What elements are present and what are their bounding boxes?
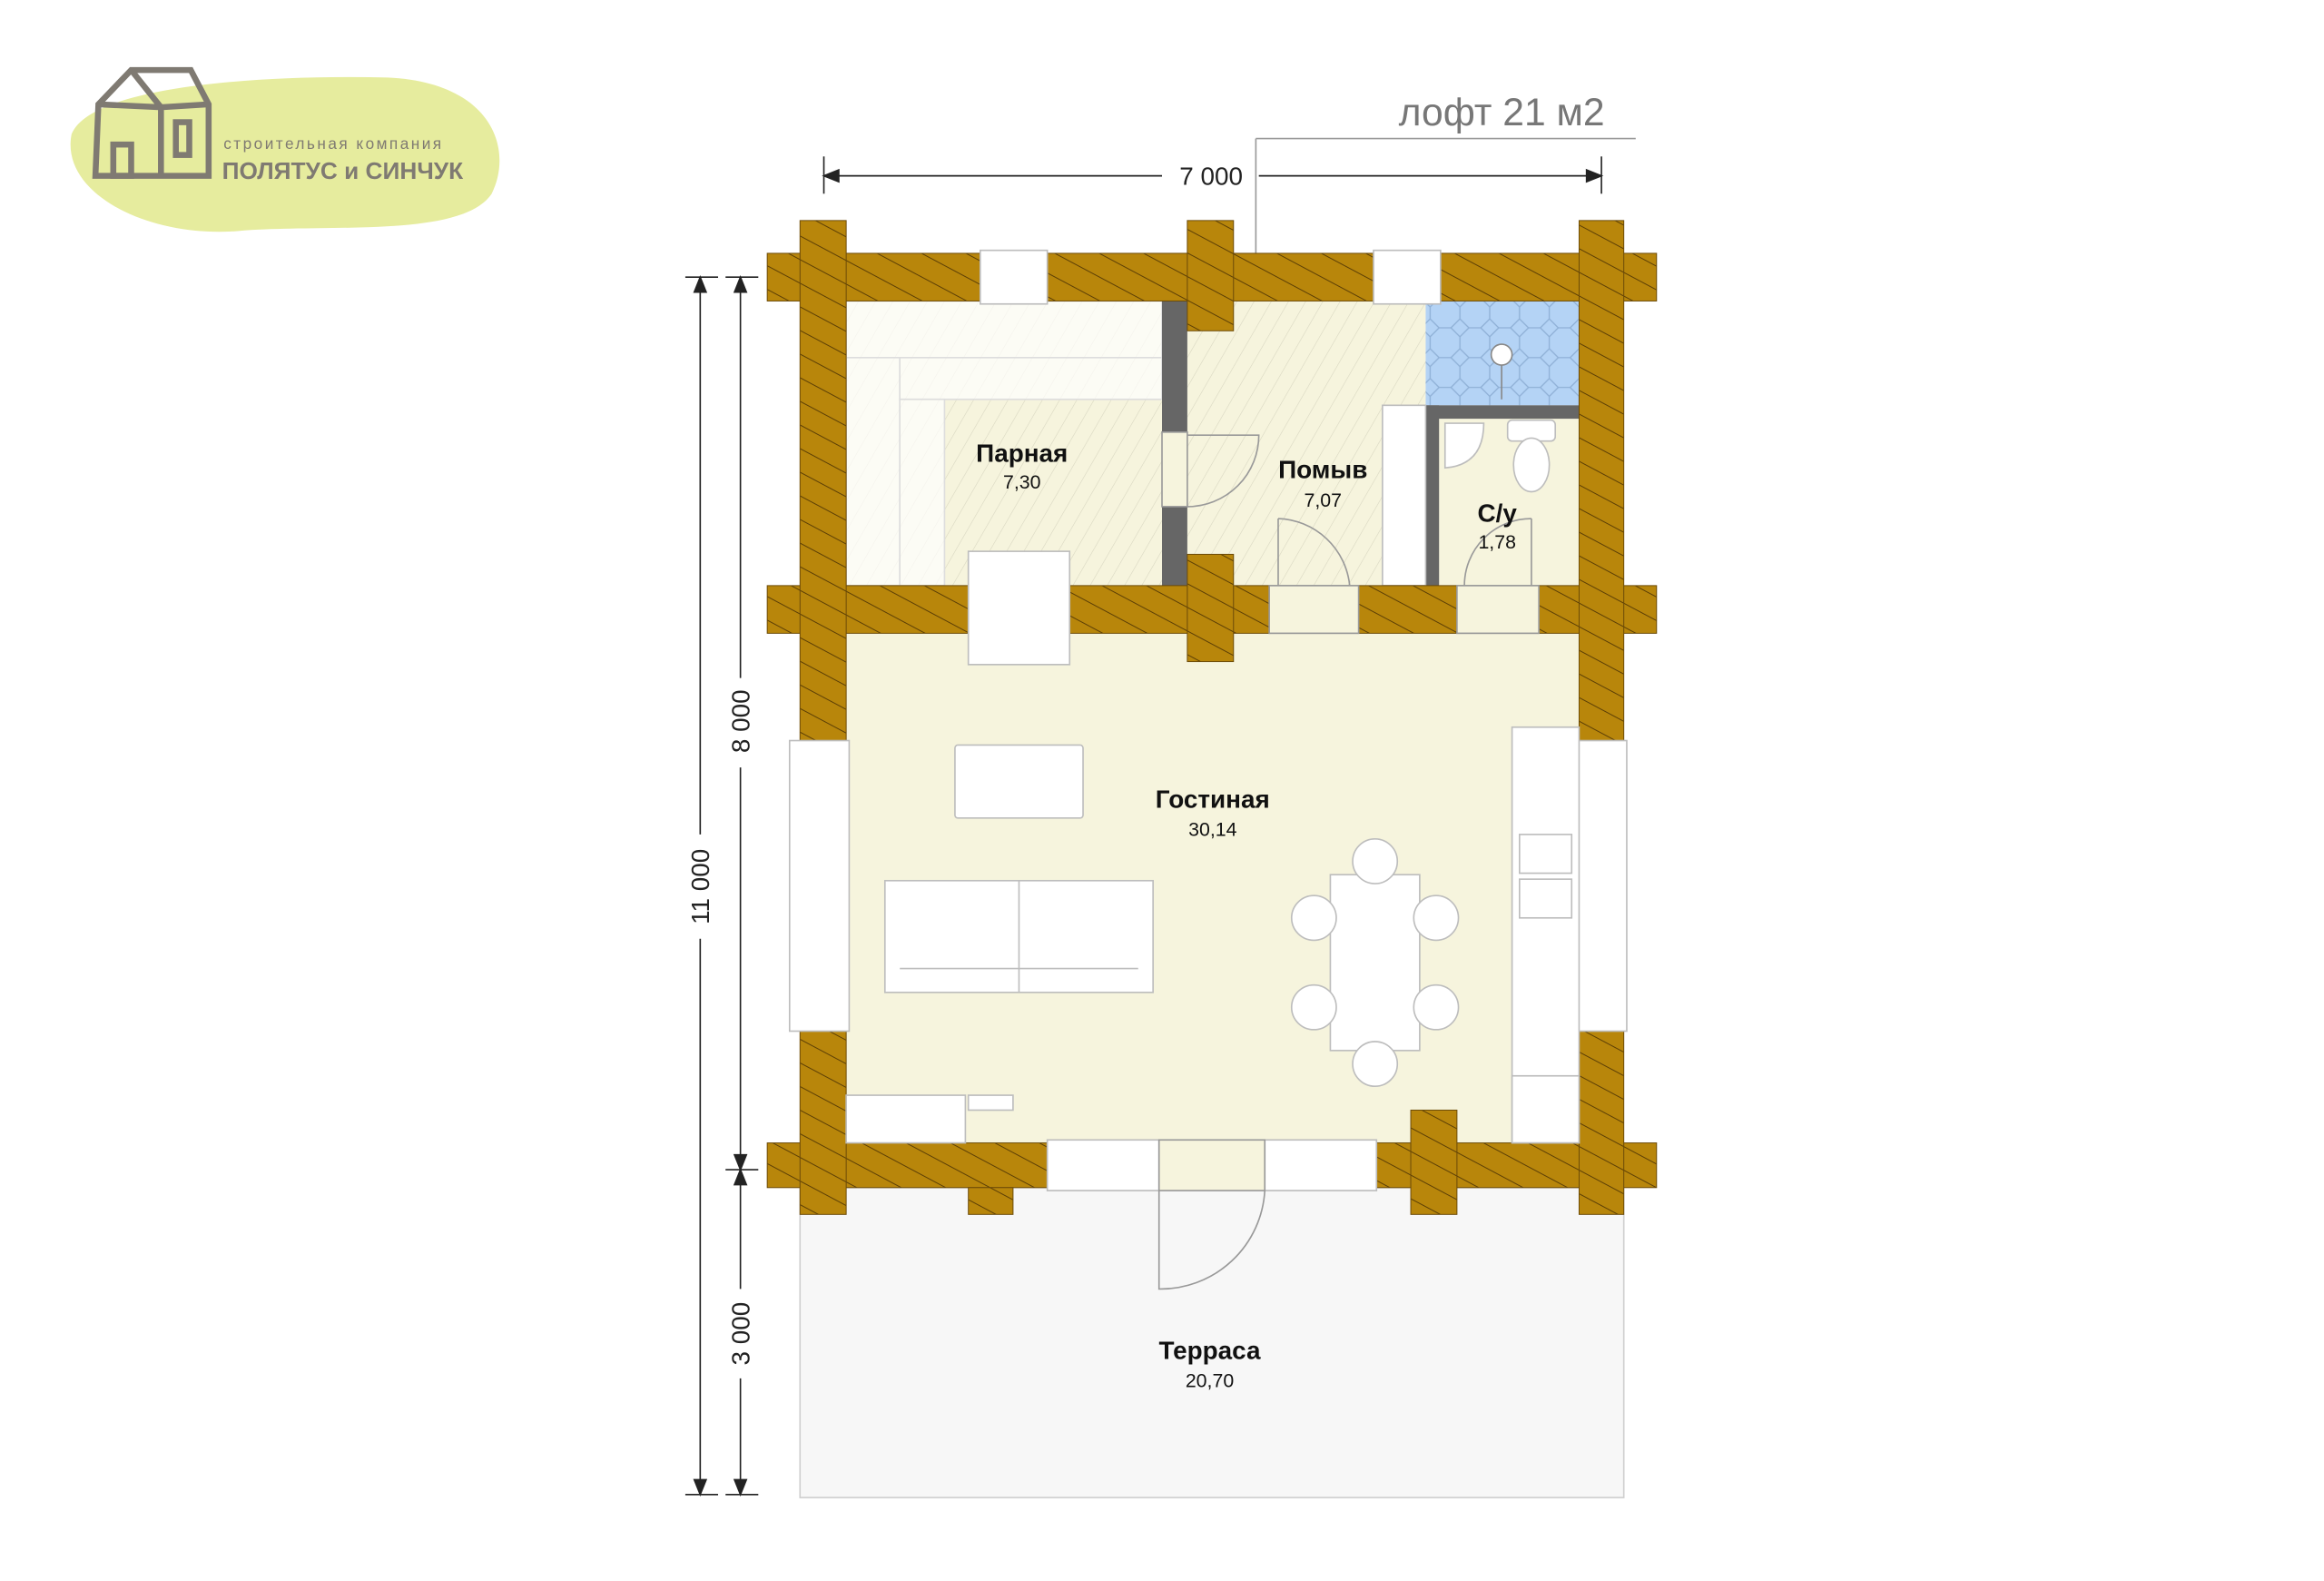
shower-head-icon: [1490, 343, 1513, 400]
logo-company: ПОЛЯТУС и СИНЧУК: [222, 157, 465, 184]
toilet-icon: [1506, 419, 1557, 493]
svg-text:Терраса: Терраса: [1158, 1337, 1261, 1365]
radiator: [967, 1094, 1014, 1112]
room-living-room: Гостиная 30,14: [1156, 785, 1270, 840]
partition-wall: [1425, 405, 1440, 586]
dimension-width: [822, 156, 1604, 194]
svg-text:С/у: С/у: [1478, 499, 1518, 527]
dimension-total-length: [684, 274, 719, 1497]
company-logo: строительная компания ПОЛЯТУС и СИНЧУК: [70, 66, 500, 232]
svg-text:1,78: 1,78: [1478, 531, 1516, 553]
loft-label: лофт 21 м2: [1399, 91, 1605, 134]
dimension-terrace-length-label: 3 000: [726, 1302, 754, 1366]
room-steam-room: Парная 7,30: [976, 440, 1068, 494]
coffee-table: [954, 744, 1084, 819]
logo-blob: [70, 76, 500, 232]
room-wash-room: Помыв 7,07: [1278, 456, 1367, 511]
dimension-total-length-label: 11 000: [686, 849, 714, 924]
house-logo-icon: [92, 66, 212, 179]
partition-wall: [1425, 405, 1580, 420]
svg-text:Помыв: Помыв: [1278, 456, 1367, 484]
dimension-house-length: [725, 274, 759, 1172]
svg-text:Парная: Парная: [976, 440, 1068, 468]
terrace-floor: [799, 1186, 1625, 1498]
window: [788, 249, 1628, 1191]
room-bathroom: С/у 1,78: [1478, 499, 1518, 553]
dimension-house-length-label: 8 000: [726, 689, 754, 753]
svg-text:7,30: 7,30: [1003, 471, 1041, 493]
svg-text:7,07: 7,07: [1304, 489, 1342, 511]
svg-text:Гостиная: Гостиная: [1156, 785, 1270, 813]
logo-tagline: строительная компания: [223, 134, 443, 153]
room-terrace: Терраса 20,70: [1158, 1337, 1261, 1392]
towel-rack: [1382, 404, 1427, 587]
dimension-terrace-length: [725, 1167, 759, 1497]
dining-table: [1290, 838, 1460, 1088]
door: [1157, 431, 1540, 1290]
partition-wall: [1162, 506, 1187, 586]
sofa: [883, 879, 1154, 993]
sauna-benches: [845, 300, 1163, 587]
dimension-width-label: 7 000: [1179, 162, 1243, 190]
wc-sink-icon: [1443, 422, 1485, 469]
partition-wall: [1162, 301, 1187, 432]
svg-text:20,70: 20,70: [1186, 1370, 1235, 1392]
svg-text:30,14: 30,14: [1188, 819, 1237, 841]
stove-hearth: [845, 1094, 967, 1144]
kitchen-counter: [1511, 726, 1581, 1144]
